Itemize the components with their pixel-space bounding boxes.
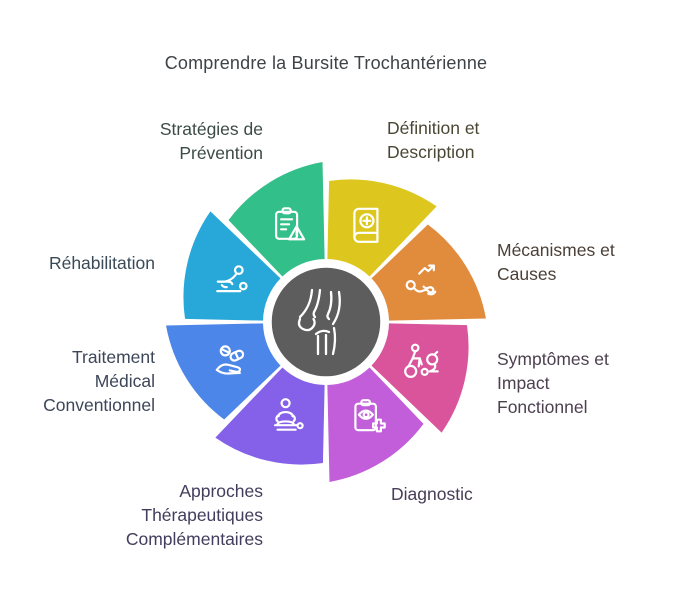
- meditation-icon: [274, 398, 304, 431]
- label-traitement: Traitement Médical Conventionnel: [43, 347, 155, 415]
- segment-approches: [215, 367, 325, 465]
- clipboard-warning-icon: [275, 207, 306, 241]
- page-title: Comprendre la Bursite Trochantérienne: [164, 53, 488, 73]
- hand-pills-icon: [215, 345, 245, 375]
- trend-exercise-icon: [405, 264, 437, 296]
- center-hub: [268, 264, 384, 380]
- clipboard-eye-icon: [354, 399, 386, 433]
- segment-definition: [327, 179, 437, 277]
- segment-mecanismes: [371, 224, 486, 321]
- label-strategies: Stratégies de Prévention: [159, 119, 263, 163]
- label-diagnostic: Diagnostic: [391, 484, 473, 504]
- label-symptomes: Symptômes et Impact Fonctionnel: [497, 349, 609, 417]
- segment-symptomes: [371, 323, 469, 433]
- label-mecanismes: Mécanismes et Causes: [497, 240, 615, 284]
- label-definition: Définition et Description: [387, 118, 480, 162]
- segment-rehabilitation: [183, 211, 281, 321]
- knee-joint-icon: [297, 288, 341, 356]
- cyclist-icon: [404, 343, 439, 378]
- medical-book-icon: [353, 207, 379, 243]
- label-rehabilitation: Réhabilitation: [48, 253, 155, 273]
- segment-traitement: [166, 323, 281, 420]
- physio-exercise-icon: [216, 265, 248, 293]
- label-approches: Approches Thérapeutiques Complémentaires: [125, 481, 263, 549]
- center-circle: [268, 264, 384, 380]
